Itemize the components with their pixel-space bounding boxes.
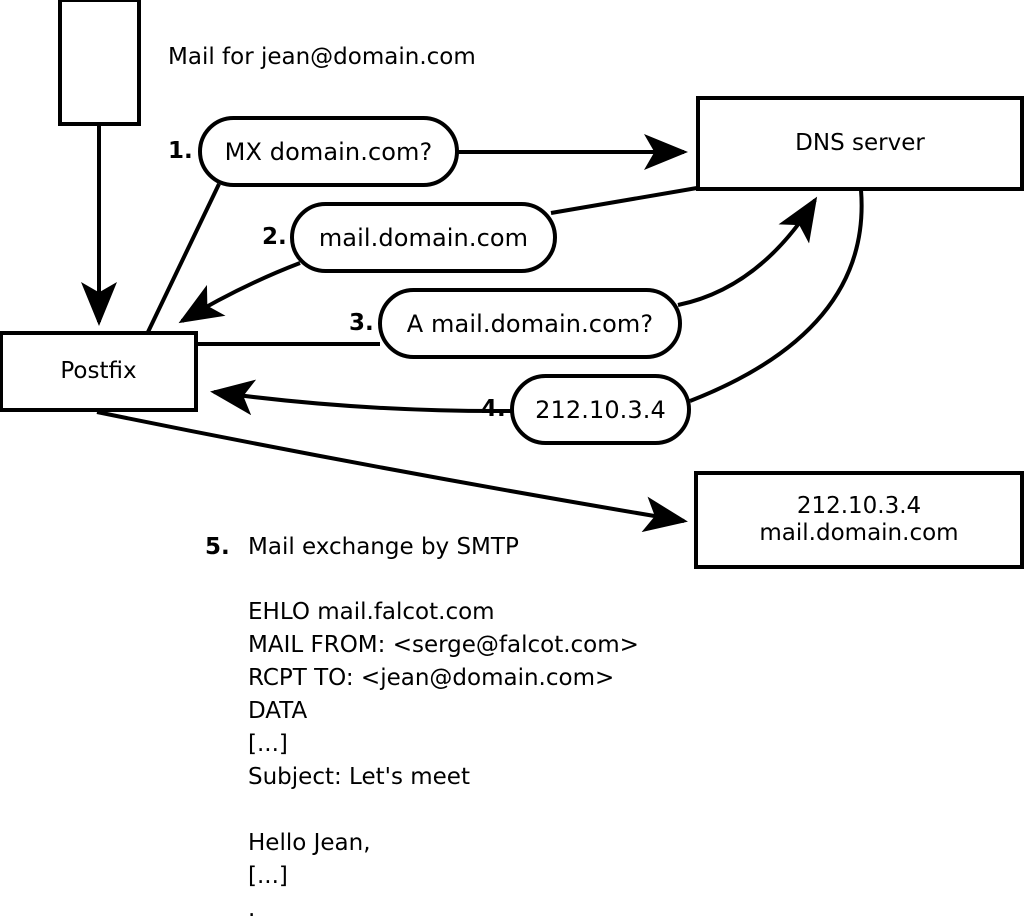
step-2-number: 2. xyxy=(262,224,287,250)
destination-mail-server-box: 212.10.3.4 mail.domain.com xyxy=(694,471,1024,569)
wire-step4-dns-to-bubble xyxy=(689,189,864,403)
transcript-line: Subject: Let's meet xyxy=(248,764,470,790)
step-2-message: mail.domain.com xyxy=(318,223,529,252)
transcript-line: MAIL FROM: <serge@falcot.com> xyxy=(248,632,639,658)
step-4-number: 4. xyxy=(481,396,506,422)
dns-server-box: DNS server xyxy=(696,96,1024,191)
dns-server-label: DNS server xyxy=(795,129,925,156)
wire-step4-bubble-to-postfix xyxy=(210,379,513,416)
transcript-line-blank xyxy=(248,794,639,827)
client-box xyxy=(58,0,141,126)
step-5-message: Mail exchange by SMTP xyxy=(248,534,519,560)
transcript-line: [...] xyxy=(248,731,288,757)
step-4-bubble: 212.10.3.4 xyxy=(510,374,691,445)
transcript-line: RCPT TO: <jean@domain.com> xyxy=(248,665,615,691)
step-1-bubble: MX domain.com? xyxy=(198,116,459,187)
step-5-number: 5. xyxy=(205,534,230,560)
mail-for-note: Mail for jean@domain.com xyxy=(168,44,476,70)
smtp-transcript: EHLO mail.falcot.com MAIL FROM: <serge@f… xyxy=(248,596,639,919)
wire-step2-dns-to-bubble xyxy=(550,186,698,215)
step-3-bubble: A mail.domain.com? xyxy=(378,288,682,359)
wire-step1-postfix-to-bubble xyxy=(146,183,221,333)
step-1-number: 1. xyxy=(168,138,193,164)
transcript-line: DATA xyxy=(248,698,308,724)
wire-step3-bubble-to-dns xyxy=(677,196,818,307)
step-4-message: 212.10.3.4 xyxy=(535,395,666,424)
postfix-box: Postfix xyxy=(0,331,198,412)
transcript-line: . xyxy=(248,896,256,919)
step-3-number: 3. xyxy=(349,310,374,336)
step-1-message: MX domain.com? xyxy=(224,137,433,166)
step-3-message: A mail.domain.com? xyxy=(406,309,654,338)
step-2-bubble: mail.domain.com xyxy=(290,202,557,273)
wire-step2-bubble-to-postfix xyxy=(178,261,301,324)
transcript-line: Hello Jean, xyxy=(248,830,371,856)
wire-step5-postfix-to-mailserver xyxy=(96,410,688,533)
destination-ip-label: 212.10.3.4 xyxy=(796,492,922,519)
transcript-line: [...] xyxy=(248,863,288,889)
destination-host-label: mail.domain.com xyxy=(759,520,959,546)
transcript-line: EHLO mail.falcot.com xyxy=(248,599,495,625)
postfix-label: Postfix xyxy=(60,357,137,384)
